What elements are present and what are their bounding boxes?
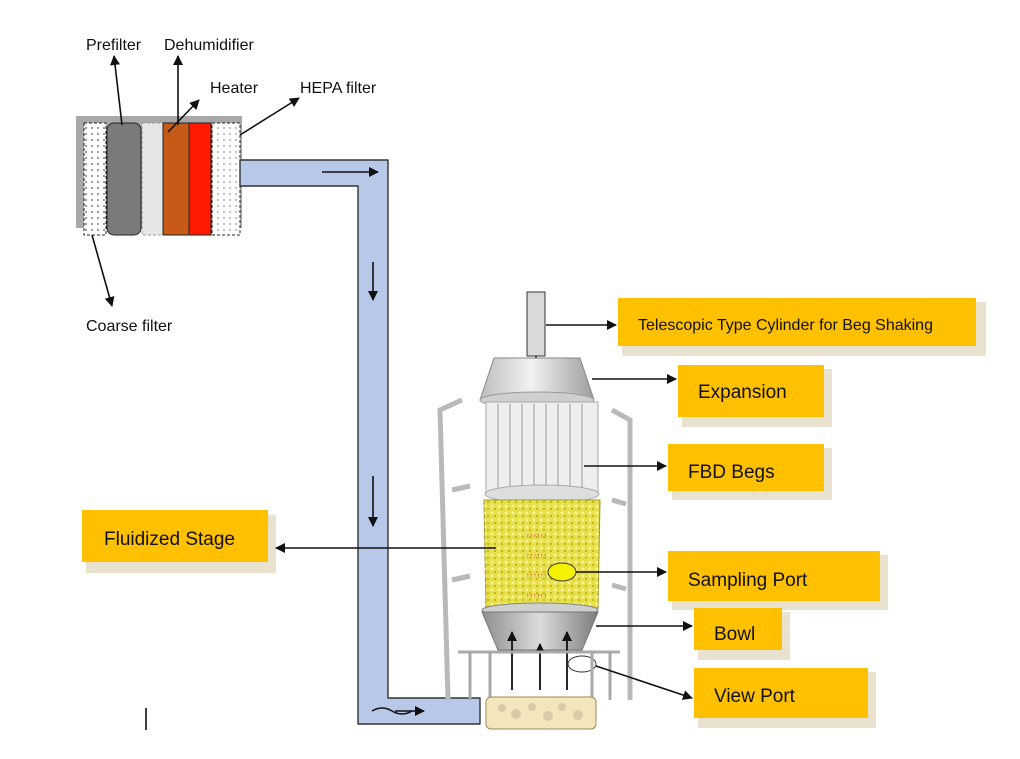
bowl bbox=[481, 602, 599, 690]
heater-label: Heater bbox=[210, 80, 259, 97]
ahu-gap bbox=[141, 122, 164, 236]
sampling-port-label: Sampling Port bbox=[688, 570, 808, 591]
svg-text:↑↑↑↑↑↑: ↑↑↑↑↑↑ bbox=[526, 593, 547, 600]
view-port-label: View Port bbox=[714, 686, 796, 707]
equipment-leader-lines bbox=[275, 320, 693, 700]
view-port-box: View Port bbox=[694, 668, 876, 728]
air-plenum bbox=[485, 696, 597, 730]
dehumidifier-label: Dehumidifier bbox=[164, 37, 254, 54]
bowl-box: Bowl bbox=[694, 608, 790, 660]
air-handling-unit bbox=[76, 116, 242, 236]
sampling-port-marker bbox=[547, 562, 577, 582]
prefilter-arrow bbox=[110, 55, 123, 126]
expansion-label: Expansion bbox=[698, 382, 787, 403]
dehumidifier-element bbox=[162, 122, 190, 236]
ahu-leader-lines bbox=[91, 55, 300, 307]
view-port-marker bbox=[567, 655, 597, 673]
fluidized-stage-box: Fluidized Stage bbox=[82, 510, 276, 573]
telescopic-box: Telescopic Type Cylinder for Beg Shaking bbox=[618, 298, 986, 356]
support-frame bbox=[437, 397, 633, 701]
product-bed: ↑↑↑↑↑↑ ↑↑↑↑↑↑ ↑↑↑↑↑↑ ↑↑↑↑↑↑ bbox=[483, 499, 601, 609]
air-duct bbox=[239, 159, 481, 725]
svg-text:↑↑↑↑↑↑: ↑↑↑↑↑↑ bbox=[526, 573, 547, 580]
hepa-filter-label: HEPA filter bbox=[300, 80, 377, 97]
telescopic-cylinder bbox=[526, 291, 546, 357]
heater-arrow bbox=[167, 99, 200, 133]
trolley-base bbox=[458, 650, 620, 700]
telescopic-label: Telescopic Type Cylinder for Beg Shaking bbox=[638, 317, 933, 334]
fbd-begs-box: FBD Begs bbox=[668, 444, 832, 500]
filter-bags bbox=[484, 401, 600, 504]
fluidized-stage-label: Fluidized Stage bbox=[104, 529, 235, 550]
heater-element bbox=[188, 122, 212, 236]
fbd-begs-label: FBD Begs bbox=[688, 462, 775, 483]
sampling-port-box: Sampling Port bbox=[668, 551, 888, 610]
prefilter-label: Prefilter bbox=[86, 37, 142, 54]
coarse-filter-arrow bbox=[91, 234, 115, 307]
duct-flow-arrows bbox=[322, 167, 425, 716]
coarse-filter-label: Coarse filter bbox=[86, 318, 173, 335]
bowl-label: Bowl bbox=[714, 624, 755, 645]
expansion-box: Expansion bbox=[678, 365, 832, 427]
prefilter-element bbox=[106, 122, 142, 236]
fluid-bed-dryer: ↑↑↑↑↑↑ ↑↑↑↑↑↑ ↑↑↑↑↑↑ ↑↑↑↑↑↑ bbox=[437, 291, 633, 730]
hepa-arrow bbox=[239, 97, 300, 136]
svg-text:↑↑↑↑↑↑: ↑↑↑↑↑↑ bbox=[526, 533, 547, 540]
svg-text:↑↑↑↑↑↑: ↑↑↑↑↑↑ bbox=[526, 553, 547, 560]
view-port-arrow bbox=[595, 665, 693, 700]
